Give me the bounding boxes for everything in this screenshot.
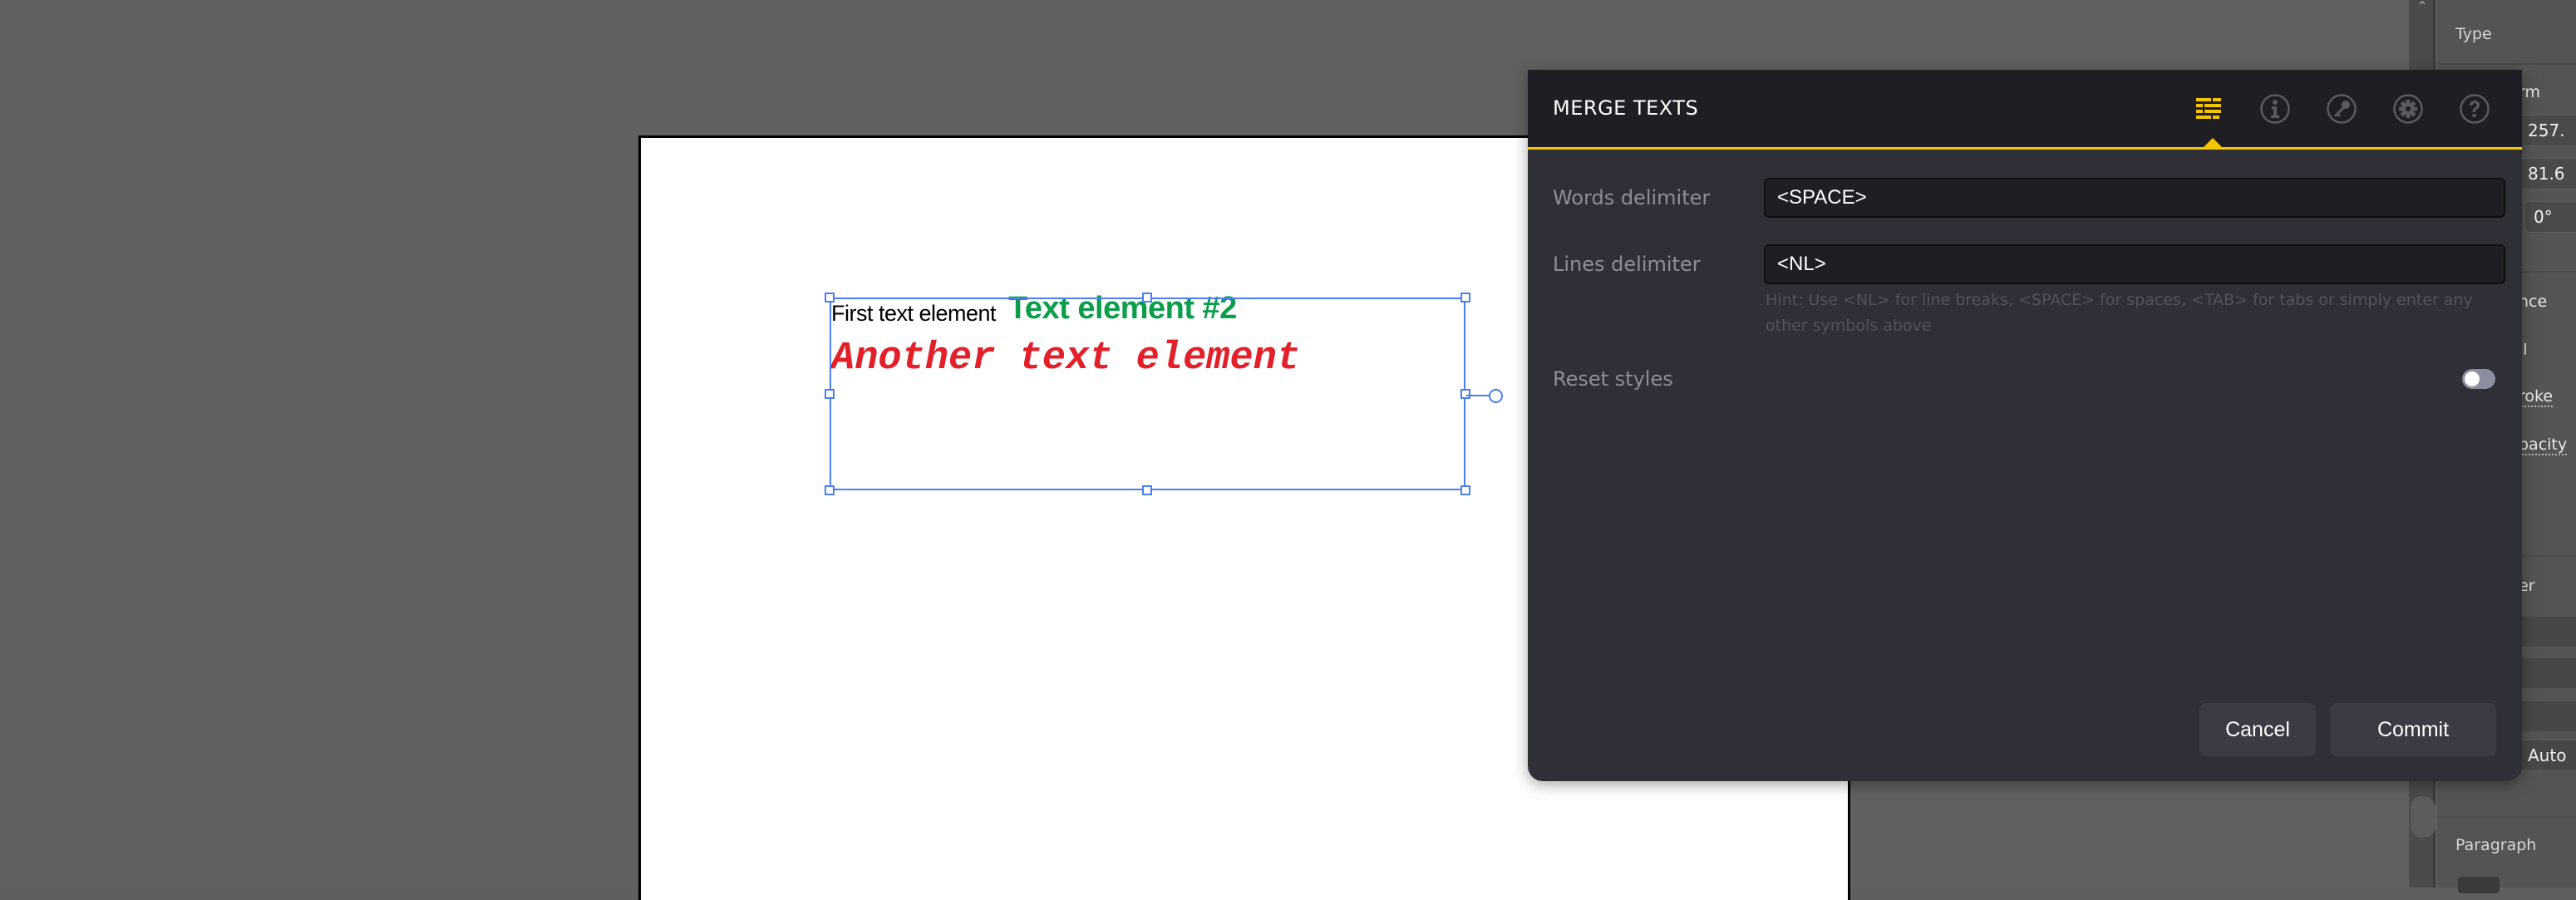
dialog-header: MERGE TEXTS (1528, 70, 2522, 150)
resize-handle-bottom-right[interactable] (1460, 485, 1470, 495)
words-delimiter-label: Words delimiter (1553, 186, 1711, 209)
tab-help[interactable] (2459, 93, 2490, 125)
lines-delimiter-label: Lines delimiter (1553, 253, 1701, 276)
text-element-2[interactable]: Text element #2 (1008, 291, 1237, 326)
words-delimiter-input[interactable] (1764, 178, 2505, 218)
fill-label[interactable]: ll (2519, 341, 2528, 359)
tab-merge[interactable] (2193, 93, 2224, 125)
resize-handle-top-right[interactable] (1460, 293, 1470, 302)
reset-styles-toggle[interactable] (2462, 369, 2495, 389)
paragraph-section-title: Paragraph (2455, 836, 2537, 854)
type-section-title: Type (2455, 25, 2492, 43)
rotation-field[interactable]: 0° (2524, 201, 2576, 233)
divider (2437, 63, 2576, 65)
merge-texts-dialog: MERGE TEXTS (1528, 70, 2522, 781)
delimiter-hint: Hint: Use <NL> for line breaks, <SPACE> … (1766, 291, 2473, 335)
resize-handle-bottom-left[interactable] (825, 485, 835, 495)
resize-handle-bottom[interactable] (1142, 485, 1152, 495)
tab-settings[interactable] (2392, 93, 2424, 125)
help-icon (2460, 94, 2490, 124)
transform-x-field[interactable]: 257. (2519, 115, 2576, 146)
commit-button[interactable]: Commit (2330, 703, 2496, 756)
dialog-title: MERGE TEXTS (1553, 96, 1699, 120)
toggle-knob (2465, 371, 2480, 386)
gear-icon (2393, 94, 2423, 124)
auto-value-field[interactable]: Auto (2519, 740, 2576, 771)
rotate-handle-connector (1466, 395, 1491, 396)
reset-styles-label: Reset styles (1553, 367, 1673, 391)
tab-license[interactable] (2326, 93, 2357, 125)
panel-scrollbar-thumb[interactable] (2411, 796, 2436, 838)
tab-info[interactable] (2259, 93, 2291, 125)
lines-delimiter-input[interactable] (1764, 244, 2505, 284)
stroke-label[interactable]: roke (2519, 387, 2554, 407)
transform-y-field[interactable]: 81.6 (2519, 158, 2576, 189)
resize-handle-right[interactable] (1460, 389, 1470, 399)
selection-bounding-box[interactable] (830, 298, 1465, 490)
resize-handle-left[interactable] (825, 389, 835, 399)
opacity-label[interactable]: pacity (2519, 435, 2568, 455)
resize-handle-top[interactable] (1142, 293, 1152, 302)
scroll-up-icon[interactable]: ⌃ (2416, 0, 2428, 14)
appearance-section-title: nce (2519, 293, 2548, 311)
active-tab-indicator (2203, 138, 2223, 148)
divider (2437, 816, 2576, 818)
paragraph-align-button[interactable] (2458, 877, 2500, 893)
key-icon (2327, 94, 2357, 124)
rotate-handle[interactable] (1489, 389, 1503, 403)
text-element-3[interactable]: Another text element (831, 337, 1301, 381)
resize-handle-top-left[interactable] (825, 293, 835, 302)
merge-lines-icon (2196, 98, 2221, 119)
transform-section-title: rm (2519, 83, 2540, 101)
layer-section-title: er (2519, 577, 2535, 595)
info-icon (2260, 94, 2290, 124)
cancel-button[interactable]: Cancel (2199, 703, 2316, 756)
text-element-1[interactable]: First text element (831, 301, 997, 326)
